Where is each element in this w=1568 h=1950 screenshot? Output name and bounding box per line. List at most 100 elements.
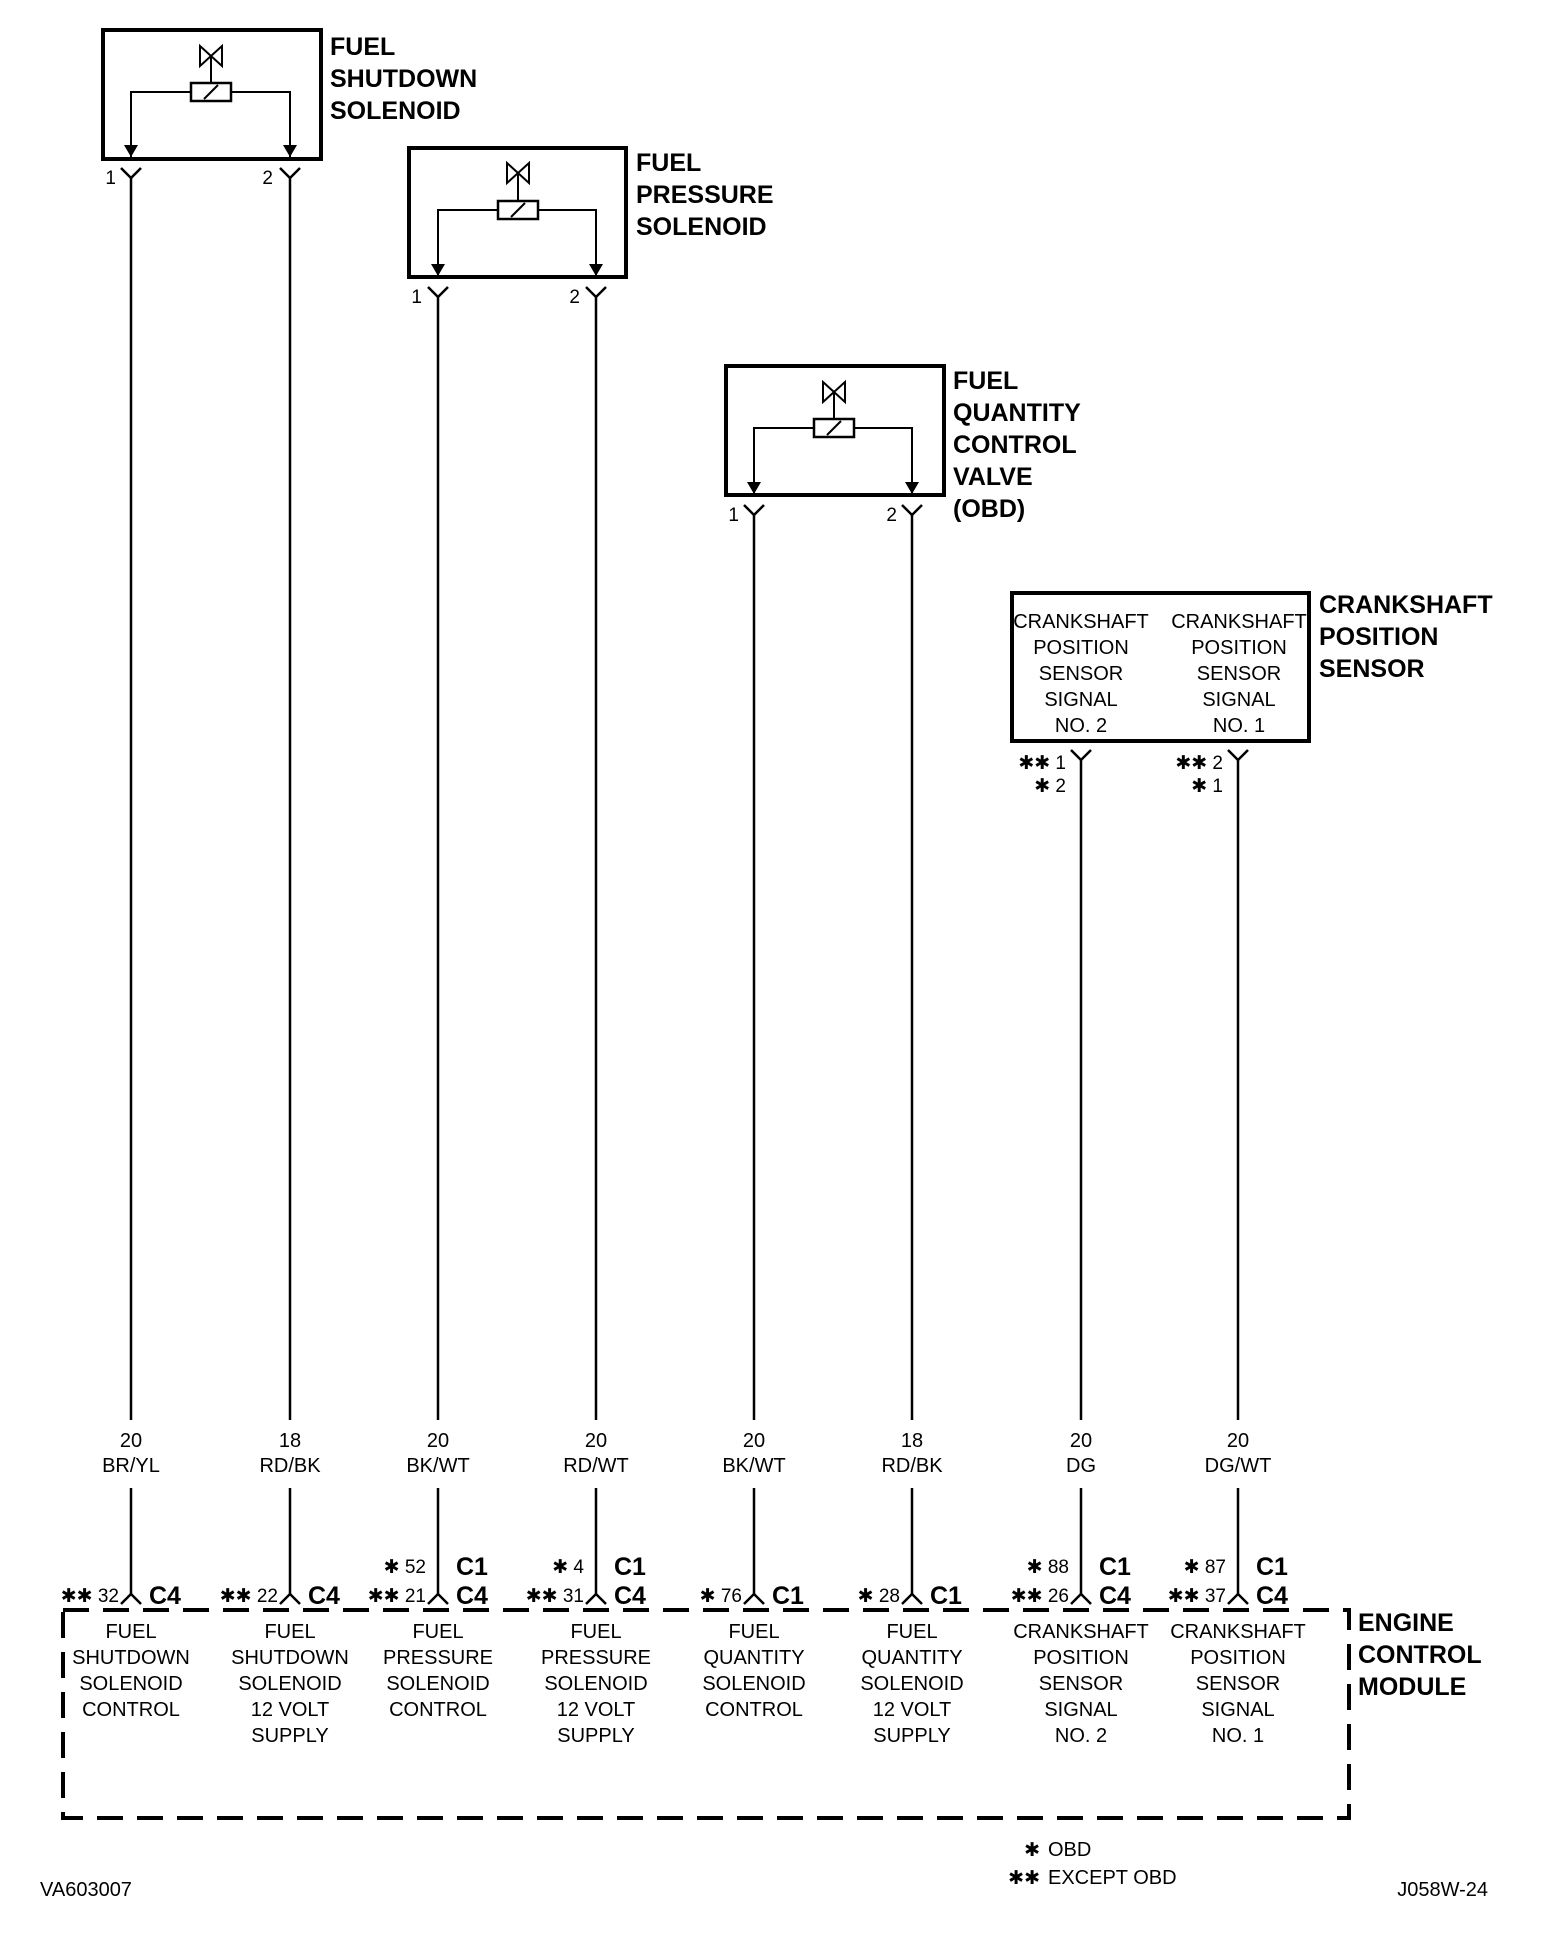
fuel-shutdown-solenoid-arrow-r [283,145,297,157]
legend-symbol-0: ✱ [1024,1840,1040,1861]
fuel-quantity-valve-arrow-r [905,482,919,494]
fuel-shutdown-solenoid-arrow-l [124,145,138,157]
crankshaft-pin-right-b: ✱ 1 [1191,776,1223,797]
wire-6-color: RD/BK [881,1455,943,1477]
ecm-terminal-8-conn-obd: C1 [1256,1553,1288,1581]
fuel-quantity-valve-box [724,364,946,497]
ecm-terminal-6-label-line-1: QUANTITY [861,1647,962,1669]
fuel-shutdown-pin-2: 2 [262,168,273,189]
ecm-terminal-2-label-line-3: 12 VOLT [251,1699,330,1721]
wire-8-gauge: 20 [1227,1430,1249,1452]
ecm-terminal-3-label-line-0: FUEL [412,1621,463,1643]
ecm-terminal-1-label-line-2: SOLENOID [79,1673,182,1695]
wire-5-color: BK/WT [722,1455,785,1477]
crankshaft-pin-left-b: ✱ 2 [1034,776,1066,797]
fuel-quantity-valve-wire-r [854,427,913,494]
fuel-quantity-valve-title-line-0: FUEL [953,367,1018,395]
crankshaft-inner-left-line-4: NO. 2 [1055,715,1107,737]
ecm-terminal-1-mark [120,1592,142,1605]
ecm-terminal-1-conn: C4 [149,1582,181,1610]
fuel-quantity-valve-coil-slash [826,420,842,436]
crankshaft-inner-left-line-3: SIGNAL [1044,689,1117,711]
crankshaft-inner-right-line-2: SENSOR [1197,663,1281,685]
crankshaft-inner-right-line-0: CRANKSHAFT [1171,611,1307,633]
diagram-id: VA603007 [40,1879,132,1901]
ecm-terminal-3-label-line-2: SOLENOID [386,1673,489,1695]
ecm-terminal-6-conn: C1 [930,1582,962,1610]
crankshaft-inner-left-line-0: CRANKSHAFT [1013,611,1149,633]
ecm-terminal-4-conn: C4 [614,1582,646,1610]
ecm-terminal-3-pin: ✱✱ 21 [368,1586,426,1607]
ecm-terminal-3-conn-obd: C1 [456,1553,488,1581]
ecm-terminal-1-label-line-0: FUEL [105,1621,156,1643]
sheet-ref: J058W-24 [1397,1879,1488,1901]
ecm-terminal-8-label-line-4: NO. 1 [1212,1725,1264,1747]
ecm-terminal-5-label-line-1: QUANTITY [703,1647,804,1669]
ecm-terminal-4-label-line-2: SOLENOID [544,1673,647,1695]
crankshaft-inner-right-line-1: POSITION [1191,637,1287,659]
fuel-quantity-pin-2: 2 [886,505,897,526]
ecm-terminal-5-pin: ✱ 76 [700,1586,742,1607]
crankshaft-inner-left-line-2: SENSOR [1039,663,1123,685]
fuel-pressure-pin-1: 1 [411,287,422,308]
ecm-terminal-5-label-line-3: CONTROL [705,1699,803,1721]
ecm-terminal-6-label-line-3: 12 VOLT [873,1699,952,1721]
ecm-terminal-3-conn: C4 [456,1582,488,1610]
fuel-pressure-solenoid-wire-l [437,209,498,276]
ecm-terminal-7-label-line-0: CRANKSHAFT [1013,1621,1149,1643]
fuel-shutdown-pin-2-mark [279,167,301,180]
wire-4-gauge: 20 [585,1430,607,1452]
legend-symbol-1: ✱✱ [1008,1868,1040,1889]
ecm-terminal-2-pin: ✱✱ 22 [220,1586,278,1607]
crankshaft-pin-right-a: ✱✱ 2 [1175,753,1223,774]
ecm-terminal-5-mark [743,1592,765,1605]
static-geometry [61,28,1351,1820]
ecm-title-line-1: CONTROL [1358,1641,1482,1669]
fuel-quantity-valve-title-line-1: QUANTITY [953,399,1081,427]
ecm-terminal-6-label-line-4: SUPPLY [873,1725,950,1747]
ecm-terminal-2-conn: C4 [308,1582,340,1610]
fuel-pressure-solenoid-valve-icon [506,160,530,186]
ecm-terminal-8-conn: C4 [1256,1582,1288,1610]
fuel-shutdown-solenoid-title-line-0: FUEL [330,33,395,61]
crankshaft-inner-right-line-3: SIGNAL [1202,689,1275,711]
fuel-shutdown-solenoid-wire-l [130,91,191,157]
ecm-terminal-8-label-line-3: SIGNAL [1201,1699,1274,1721]
ecm-terminal-7-label-line-2: SENSOR [1039,1673,1123,1695]
crankshaft-pin-left-mark [1070,749,1092,762]
wire-5-gauge: 20 [743,1430,765,1452]
ecm-terminal-6-label-line-2: SOLENOID [860,1673,963,1695]
fuel-pressure-solenoid-title-line-2: SOLENOID [636,213,767,241]
legend-text-0: OBD [1048,1839,1091,1861]
ecm-terminal-7-label-line-1: POSITION [1033,1647,1129,1669]
ecm-terminal-4-label-line-4: SUPPLY [557,1725,634,1747]
wire-1-gauge: 20 [120,1430,142,1452]
wire-7-color: DG [1066,1455,1096,1477]
ecm-terminal-4-mark [585,1592,607,1605]
wire-8-color: DG/WT [1205,1455,1272,1477]
fuel-pressure-solenoid-arrow-r [589,264,603,276]
ecm-terminal-6-mark [901,1592,923,1605]
fuel-shutdown-pin-1: 1 [105,168,116,189]
fuel-pressure-solenoid-title-line-1: PRESSURE [636,181,774,209]
crankshaft-sensor-title-line-1: POSITION [1319,623,1438,651]
ecm-terminal-2-label-line-0: FUEL [264,1621,315,1643]
ecm-terminal-7-pin: ✱✱ 26 [1011,1586,1069,1607]
ecm-title-line-0: ENGINE [1358,1609,1454,1637]
ecm-terminal-2-label-line-1: SHUTDOWN [231,1647,349,1669]
ecm-box [61,1608,1351,1820]
legend-text-1: EXCEPT OBD [1048,1867,1177,1889]
fuel-shutdown-solenoid-valve-icon [199,43,223,69]
ecm-terminal-3-label-line-3: CONTROL [389,1699,487,1721]
wire-3-color: BK/WT [406,1455,469,1477]
fuel-quantity-pin-1-mark [743,504,765,517]
fuel-quantity-valve-title-line-2: CONTROL [953,431,1077,459]
ecm-terminal-1-pin: ✱✱ 32 [61,1586,119,1607]
ecm-terminal-7-label-line-3: SIGNAL [1044,1699,1117,1721]
ecm-terminal-1-label-line-3: CONTROL [82,1699,180,1721]
ecm-terminal-4-conn-obd: C1 [614,1553,646,1581]
ecm-terminal-6-label-line-0: FUEL [886,1621,937,1643]
ecm-terminal-8-mark [1227,1592,1249,1605]
wire-1-color: BR/YL [102,1455,160,1477]
